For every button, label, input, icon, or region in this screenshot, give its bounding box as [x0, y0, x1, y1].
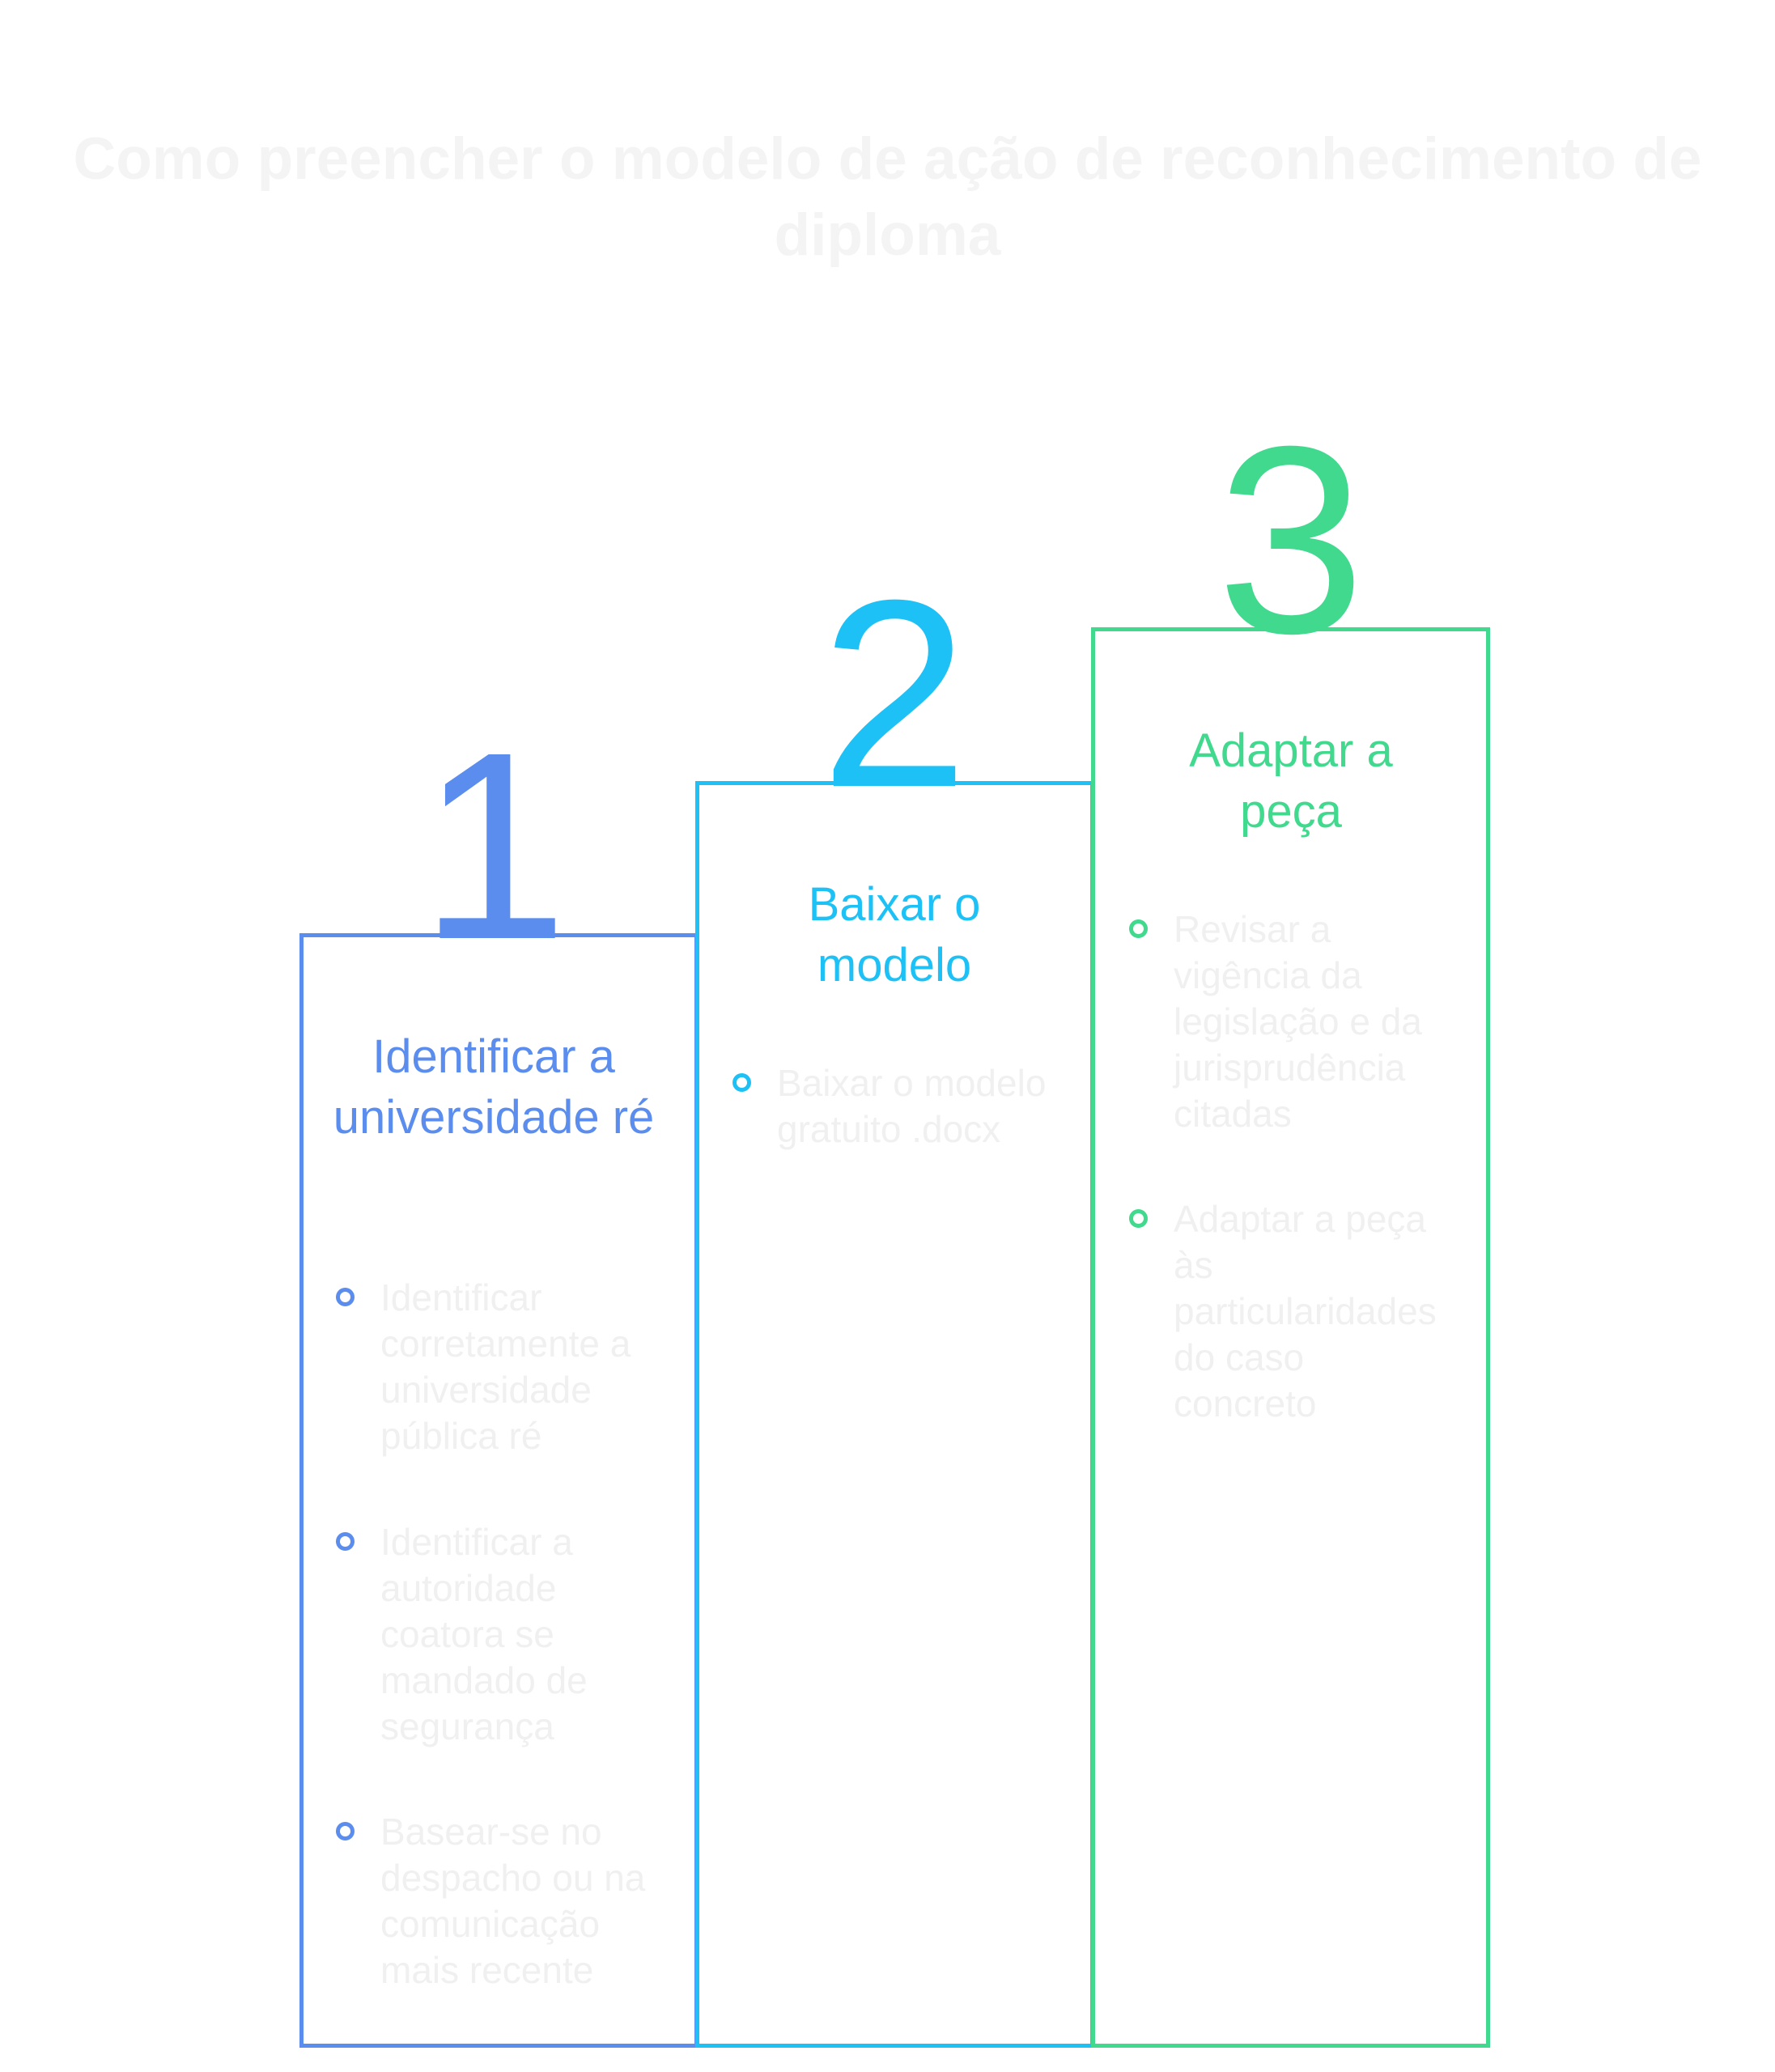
- bullet-circle-icon: [1129, 919, 1148, 938]
- bullet-text: Basear-se no despacho ou na comunicação …: [380, 1811, 646, 1991]
- bullet-circle-icon: [336, 1288, 355, 1306]
- bullet-circle-icon: [336, 1822, 355, 1841]
- bullet-circle-icon: [336, 1532, 355, 1551]
- step-heading-1: Identificar a universidade ré: [333, 1030, 655, 1144]
- bullet-text: Baixar o modelo gratuito .docx: [777, 1062, 1047, 1150]
- bullet-text: Identificar corretamente a universidade …: [380, 1276, 631, 1457]
- step-heading-3: Adaptar a peça: [1189, 724, 1393, 838]
- bullet-text: Adaptar a peça às particularidades do ca…: [1174, 1198, 1437, 1424]
- step-heading-2: Baixar o modelo: [808, 878, 981, 991]
- page-title: Como preencher o modelo de ação de recon…: [73, 126, 1702, 268]
- bullet-circle-icon: [733, 1073, 751, 1092]
- bullet-text: Identificar a autoridade coatora se mand…: [380, 1521, 588, 1747]
- bullet-text: Revisar a vigência da legislação e da ju…: [1174, 908, 1422, 1135]
- step-box-3: [1091, 627, 1490, 2048]
- bullet-circle-icon: [1129, 1209, 1148, 1228]
